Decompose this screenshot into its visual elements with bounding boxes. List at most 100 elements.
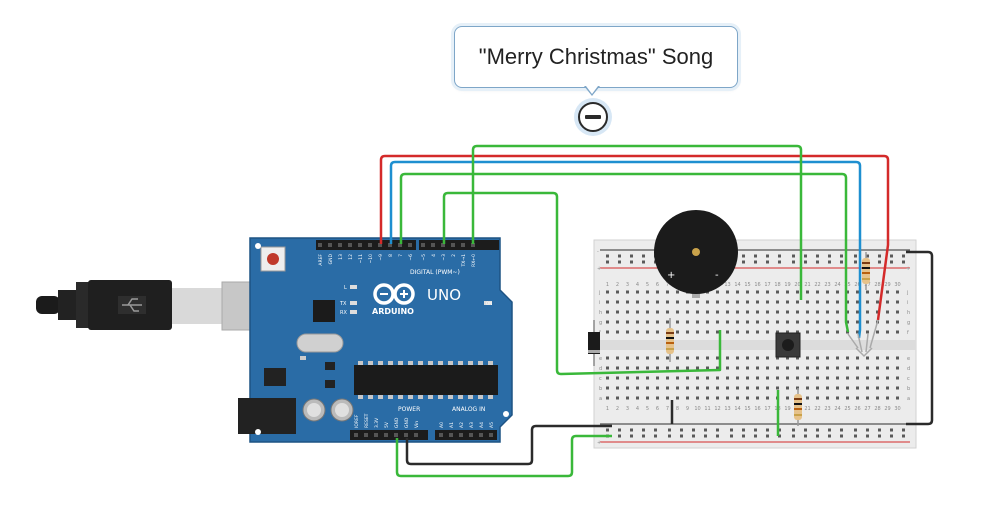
- rail-plus-left: +: [597, 266, 601, 272]
- header-pin[interactable]: [318, 243, 322, 247]
- svg-text:20: 20: [794, 282, 800, 288]
- led-tx-label: TX: [339, 301, 347, 307]
- header-pin[interactable]: [338, 243, 342, 247]
- bottom-pin-label: A1: [449, 422, 455, 428]
- svg-text:j: j: [598, 290, 600, 296]
- header-pin[interactable]: [358, 243, 362, 247]
- svg-text:30: 30: [894, 282, 900, 288]
- rail-plus-bottom-left: +: [597, 440, 601, 446]
- collapse-icon: [578, 102, 608, 132]
- power-label: POWER: [398, 406, 420, 413]
- top-pin-label: TX→1: [461, 254, 467, 268]
- svg-text:27: 27: [864, 282, 870, 288]
- header-pin[interactable]: [374, 433, 378, 437]
- arduino-model: UNO: [427, 286, 461, 304]
- header-pin[interactable]: [421, 243, 425, 247]
- top-pin-label: GND: [328, 253, 334, 264]
- header-pin[interactable]: [439, 433, 443, 437]
- svg-text:17: 17: [764, 282, 770, 288]
- top-pin-label: 2: [451, 254, 457, 257]
- header-pin[interactable]: [348, 243, 352, 247]
- header-pin[interactable]: [441, 243, 445, 247]
- buzzer-plus: +: [667, 270, 675, 281]
- header-pin[interactable]: [489, 433, 493, 437]
- svg-text:29: 29: [884, 282, 890, 288]
- wire-blue[interactable]: [389, 160, 862, 339]
- svg-text:a: a: [599, 396, 602, 402]
- push-button[interactable]: [775, 332, 801, 358]
- svg-text:16: 16: [754, 282, 760, 288]
- wire-green-a[interactable]: [399, 172, 850, 333]
- header-pin[interactable]: [388, 243, 392, 247]
- bottom-pin-label: GND: [394, 417, 400, 428]
- svg-text:5: 5: [646, 406, 649, 412]
- wire-black-rail[interactable]: [906, 250, 934, 426]
- resistor-2[interactable]: [794, 388, 802, 426]
- svg-text:16: 16: [754, 406, 760, 412]
- header-pin[interactable]: [404, 433, 408, 437]
- header-pin[interactable]: [479, 433, 483, 437]
- svg-text:c: c: [599, 376, 602, 382]
- header-pin[interactable]: [384, 433, 388, 437]
- header-pin[interactable]: [398, 243, 402, 247]
- header-pin[interactable]: [368, 243, 372, 247]
- diode[interactable]: [588, 320, 600, 366]
- piezo-buzzer[interactable]: + -: [654, 210, 738, 298]
- header-pin[interactable]: [328, 243, 332, 247]
- resistor-1[interactable]: [666, 318, 674, 362]
- header-pin[interactable]: [364, 433, 368, 437]
- header-pin[interactable]: [414, 433, 418, 437]
- svg-text:7: 7: [666, 406, 669, 412]
- top-pin-label: 8: [388, 254, 394, 257]
- wire-green-5v[interactable]: [395, 434, 612, 478]
- svg-text:11: 11: [704, 406, 710, 412]
- svg-text:25: 25: [844, 406, 850, 412]
- svg-text:3: 3: [626, 406, 629, 412]
- svg-text:4: 4: [636, 406, 639, 412]
- header-pin[interactable]: [449, 433, 453, 437]
- header-pin[interactable]: [471, 243, 475, 247]
- header-pin[interactable]: [378, 243, 382, 247]
- wire-green-c[interactable]: [442, 191, 722, 376]
- wire-red[interactable]: [379, 154, 890, 321]
- collapse-button[interactable]: [574, 98, 612, 136]
- svg-text:14: 14: [734, 282, 740, 288]
- svg-text:6: 6: [656, 282, 659, 288]
- atmega-chip: [354, 365, 498, 395]
- svg-text:18: 18: [774, 282, 780, 288]
- svg-text:b: b: [907, 386, 910, 392]
- header-pin[interactable]: [394, 433, 398, 437]
- svg-text:14: 14: [734, 406, 740, 412]
- header-pin[interactable]: [461, 243, 465, 247]
- header-pin[interactable]: [354, 433, 358, 437]
- usb-icon: [122, 298, 142, 312]
- svg-text:21: 21: [804, 282, 810, 288]
- svg-text:30: 30: [894, 406, 900, 412]
- top-pin-label: 12: [348, 254, 354, 260]
- svg-text:28: 28: [874, 406, 880, 412]
- wire-black-gnd[interactable]: [405, 424, 612, 466]
- header-pin[interactable]: [431, 243, 435, 247]
- resistor-3[interactable]: [862, 252, 870, 290]
- top-pin-label: 13: [338, 254, 344, 260]
- wire-green-b[interactable]: [471, 144, 803, 300]
- header-pin[interactable]: [408, 243, 412, 247]
- buzzer-minus: -: [715, 270, 719, 281]
- svg-text:a: a: [907, 396, 910, 402]
- header-pin[interactable]: [469, 433, 473, 437]
- rail-minus-left: -: [597, 249, 599, 255]
- svg-text:b: b: [599, 386, 602, 392]
- svg-text:28: 28: [874, 282, 880, 288]
- svg-text:d: d: [599, 366, 602, 372]
- svg-text:2: 2: [616, 406, 619, 412]
- bottom-pin-label: A3: [469, 422, 475, 428]
- svg-text:17: 17: [764, 406, 770, 412]
- header-pin[interactable]: [459, 433, 463, 437]
- top-pin-label: AREF: [318, 254, 324, 266]
- header-pin[interactable]: [451, 243, 455, 247]
- svg-text:4: 4: [636, 282, 639, 288]
- callout-bubble[interactable]: "Merry Christmas" Song: [454, 26, 738, 88]
- rgb-led[interactable]: [847, 319, 879, 358]
